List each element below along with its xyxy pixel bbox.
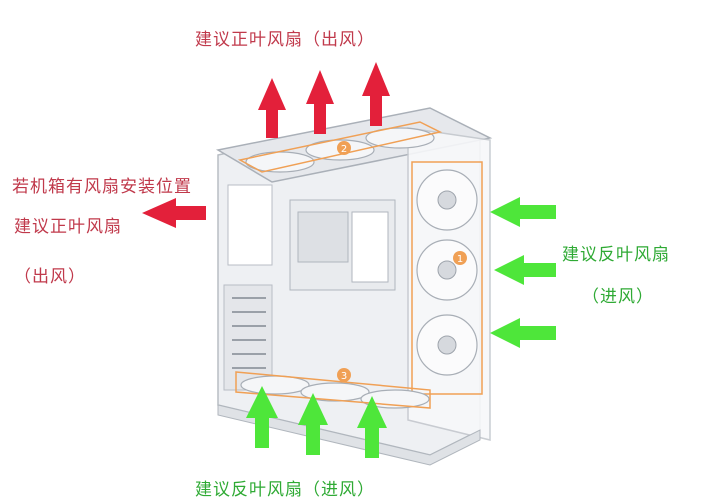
left-note-label: 若机箱有风扇安装位置 [12, 177, 192, 197]
top-exhaust-arrows [258, 62, 390, 138]
exhaust-arrow-up [362, 62, 390, 126]
left-exhaust-label: 建议正叶风扇 [14, 217, 122, 237]
exhaust-arrow-up [258, 78, 286, 138]
right-intake-label: 建议反叶风扇 [562, 245, 670, 265]
intake-arrow-left [490, 318, 556, 348]
left-exhaust-sub-label: （出风） [14, 267, 86, 287]
right-intake-sub-label: （进风） [582, 287, 654, 307]
intake-arrow-left [490, 197, 556, 227]
exhaust-arrow-up [306, 70, 334, 134]
intake-arrow-up [298, 393, 328, 455]
bottom-intake-label: 建议反叶风扇（进风） [195, 480, 375, 500]
svg-text:3: 3 [341, 371, 347, 382]
fan-marker-top: 2 [337, 141, 351, 155]
intake-arrow-up [357, 396, 387, 458]
svg-text:2: 2 [341, 144, 347, 155]
front-intake-arrows [490, 197, 556, 348]
svg-text:1: 1 [457, 254, 463, 265]
top-exhaust-label: 建议正叶风扇（出风） [195, 30, 375, 50]
bottom-intake-arrows [246, 386, 387, 458]
fan-marker-side: 1 [453, 251, 467, 265]
pc-case-illustration [215, 107, 493, 466]
intake-arrow-up [246, 386, 278, 448]
rear-exhaust-arrow-left [142, 198, 206, 228]
intake-arrow-left [494, 255, 556, 285]
fan-marker-bottom: 3 [337, 368, 351, 382]
